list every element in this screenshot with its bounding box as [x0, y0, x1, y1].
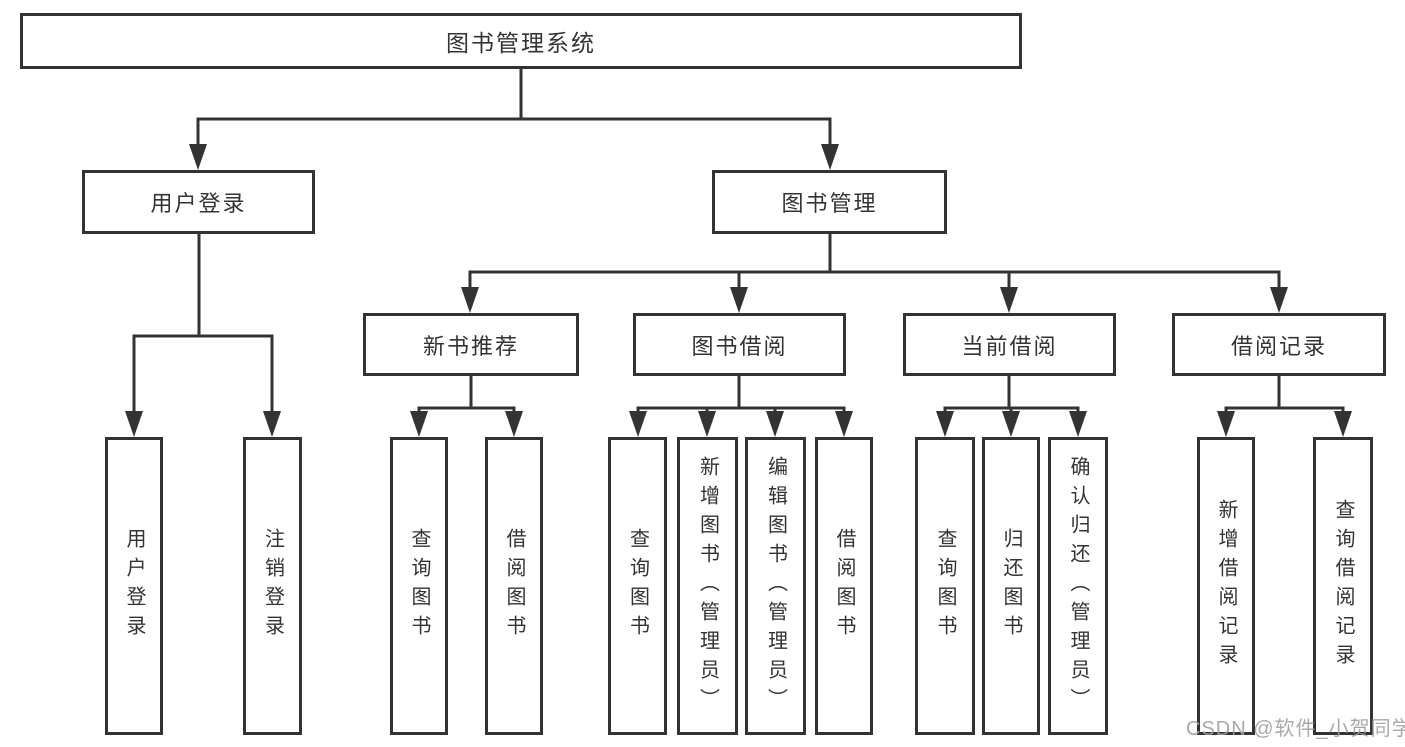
leaf-query-book-recommend-label: 查询图书 [408, 528, 430, 644]
arrowhead [629, 411, 647, 437]
arrowhead [766, 411, 784, 437]
connector-root [196, 69, 832, 150]
arrowhead [1000, 287, 1018, 313]
leaf-add-borrow-record-label: 新增借阅记录 [1215, 499, 1237, 673]
leaf-borrow-book-recommend: 借阅图书 [485, 437, 543, 735]
arrowheads [125, 144, 1352, 437]
csdn-watermark: CSDN @软件_小贺同学 [1186, 718, 1405, 740]
node-current-borrowing: 当前借阅 [903, 313, 1116, 376]
leaf-edit-book-admin: 编辑图书（管理员） [745, 437, 806, 735]
arrowhead [698, 411, 716, 437]
arrowhead [1002, 411, 1020, 437]
arrowhead [410, 411, 428, 437]
arrowhead [125, 411, 143, 437]
leaf-logout: 注销登录 [243, 437, 302, 735]
arrowhead [263, 411, 281, 437]
leaf-query-borrow-record: 查询借阅记录 [1313, 437, 1373, 735]
connector-current-borrow [943, 376, 1080, 417]
leaf-query-borrow-record-label: 查询借阅记录 [1332, 499, 1354, 673]
leaf-query-book-current: 查询图书 [915, 437, 975, 735]
node-book-borrowing: 图书借阅 [633, 313, 846, 376]
leaf-return-book: 归还图书 [982, 437, 1040, 735]
leaf-return-book-label: 归还图书 [1000, 528, 1022, 644]
leaf-query-book-borrowing: 查询图书 [608, 437, 667, 735]
arrowhead [936, 411, 954, 437]
node-borrow-records: 借阅记录 [1172, 313, 1386, 376]
node-book-management: 图书管理 [712, 170, 947, 234]
leaf-user-login-label: 用户登录 [123, 528, 145, 644]
arrowhead [505, 411, 523, 437]
node-user-login: 用户登录 [82, 170, 315, 234]
arrowhead [461, 287, 479, 313]
connector-paths [132, 69, 1345, 417]
arrowhead [835, 411, 853, 437]
arrowhead [1270, 287, 1288, 313]
leaf-confirm-return-admin: 确认归还（管理员） [1048, 437, 1108, 735]
arrowhead [1334, 411, 1352, 437]
arrowhead [1217, 411, 1235, 437]
leaf-add-book-admin-label: 新增图书（管理员） [696, 455, 719, 717]
connector-user-login [132, 233, 274, 417]
arrowhead [189, 144, 207, 170]
leaf-query-book-borrowing-label: 查询图书 [626, 528, 649, 644]
node-new-book-recommend: 新书推荐 [363, 313, 579, 376]
leaf-edit-book-admin-label: 编辑图书（管理员） [764, 455, 787, 717]
leaf-add-book-admin: 新增图书（管理员） [677, 437, 738, 735]
leaf-confirm-return-admin-label: 确认归还（管理员） [1067, 455, 1089, 717]
arrowhead [1069, 411, 1087, 437]
leaf-logout-label: 注销登录 [261, 528, 284, 644]
node-library-system: 图书管理系统 [20, 13, 1022, 69]
leaf-add-borrow-record: 新增借阅记录 [1197, 437, 1255, 735]
leaf-query-book-current-label: 查询图书 [934, 528, 956, 644]
leaf-borrow-book-borrowing: 借阅图书 [815, 437, 873, 735]
connector-new-book [417, 376, 516, 417]
leaf-borrow-book-borrowing-label: 借阅图书 [833, 528, 855, 644]
arrowhead [821, 144, 839, 170]
leaf-borrow-book-recommend-label: 借阅图书 [503, 528, 525, 644]
connector-book-borrow [636, 376, 846, 417]
leaf-query-book-recommend: 查询图书 [390, 437, 448, 735]
connector-borrow-record [1224, 376, 1345, 417]
connector-book-mgmt [468, 234, 1281, 293]
leaf-user-login: 用户登录 [105, 437, 163, 735]
arrowhead [730, 287, 748, 313]
